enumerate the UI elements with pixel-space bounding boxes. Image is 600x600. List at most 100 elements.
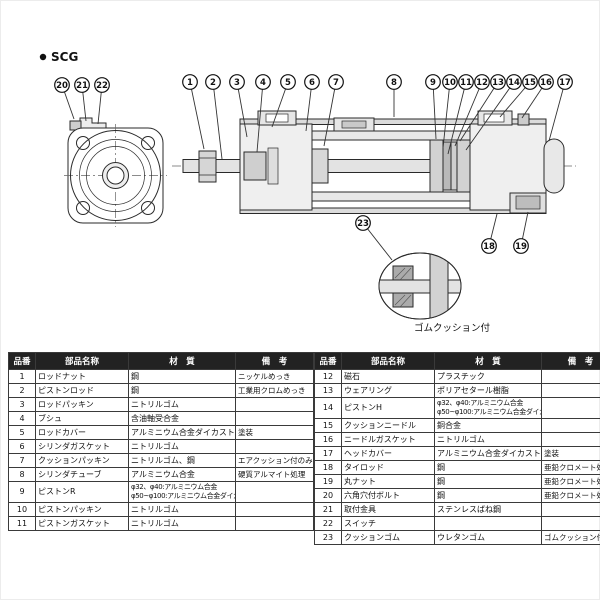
cell-material: ニトリルゴム xyxy=(128,397,236,412)
cell-part-name: 六角穴付ボルト xyxy=(341,487,435,503)
callout-circle xyxy=(506,74,522,90)
cell-part-no: 22 xyxy=(314,515,342,531)
callout-circle xyxy=(229,74,245,90)
callout-7: 7 xyxy=(323,74,344,147)
callout-6: 6 xyxy=(304,74,320,132)
cell-part-name: ピストンガスケット xyxy=(35,515,129,531)
cell-part-name: ブシュ xyxy=(35,411,129,426)
cell-part-name: ニードルガスケット xyxy=(341,431,435,447)
cell-part-no: 11 xyxy=(8,515,36,531)
cell-material: プラスチック xyxy=(434,369,542,384)
callout-circle xyxy=(538,74,554,90)
callout-circle xyxy=(557,74,573,90)
cell-part-name: ロッドパッキン xyxy=(35,397,129,412)
cell-remarks: 硬質アルマイト処理 xyxy=(235,467,314,482)
bolt-hole xyxy=(76,201,90,215)
cell-material: アルミニウム合金ダイカスト xyxy=(128,425,236,440)
cell-part-no: 10 xyxy=(8,501,36,517)
callout-4: 4 xyxy=(255,74,271,153)
header-row: 品番 部品名称 材 質 備 考 xyxy=(314,352,600,370)
cell-remarks xyxy=(541,383,600,398)
callout-circle xyxy=(355,215,371,231)
cell-part-name: 丸ナット xyxy=(341,473,435,489)
header-remarks: 備 考 xyxy=(541,352,600,370)
cell-material: アルミニウム合金 xyxy=(128,467,236,482)
callout-19: 19 xyxy=(513,211,529,254)
callout-2: 2 xyxy=(205,74,223,160)
callout-circle xyxy=(94,77,110,93)
callout-circle xyxy=(425,74,441,90)
cell-part-no: 2 xyxy=(8,383,36,398)
cushion-rubber-top xyxy=(392,265,414,281)
cell-part-no: 15 xyxy=(314,417,342,433)
callout-circle xyxy=(255,74,271,90)
detail-piston xyxy=(429,253,449,319)
callout-circle xyxy=(481,238,497,254)
callout-circle xyxy=(280,74,296,90)
cell-part-no: 8 xyxy=(8,467,36,482)
callout-8: 8 xyxy=(386,74,402,117)
rod-cover-port xyxy=(265,113,289,123)
callout-21: 21 xyxy=(74,77,90,122)
callout-number: 8 xyxy=(391,78,397,88)
header-part-name: 部品名称 xyxy=(341,352,435,370)
cell-part-name: ロッドカバー xyxy=(35,425,129,440)
cell-part-no: 5 xyxy=(8,425,36,440)
callout-circle xyxy=(442,74,458,90)
callout-circle xyxy=(474,74,490,90)
cushion-needle xyxy=(517,113,530,126)
callout-circle xyxy=(522,74,538,90)
section-view xyxy=(172,110,576,214)
cell-part-no: 9 xyxy=(8,481,36,503)
callout-number: 17 xyxy=(559,78,571,88)
cell-remarks: エアクッション付のみ xyxy=(235,453,314,468)
callout-number: 16 xyxy=(540,78,552,88)
cell-remarks xyxy=(541,369,600,384)
cell-part-name: クッションニードル xyxy=(341,417,435,433)
callout-circle xyxy=(74,77,90,93)
cell-part-name: クッションゴム xyxy=(341,529,435,545)
callout-number: 14 xyxy=(508,78,520,88)
callout-circle xyxy=(386,74,402,90)
callout-number: 12 xyxy=(476,78,488,88)
cell-material: ステンレスばね鋼 xyxy=(434,501,542,517)
callout-circle xyxy=(205,74,221,90)
cell-remarks xyxy=(541,417,600,433)
cell-remarks: 亜鉛クロメート処理 xyxy=(541,487,600,503)
callout-number: 15 xyxy=(524,78,536,88)
cell-remarks xyxy=(541,431,600,447)
piston-r xyxy=(429,139,444,193)
cell-material: ウレタンゴム xyxy=(434,529,542,545)
callout-number: 20 xyxy=(56,81,68,91)
callout-number: 3 xyxy=(234,78,240,88)
cell-material: 含油軸受合金 xyxy=(128,411,236,426)
callout-16: 16 xyxy=(521,74,554,119)
cell-part-name: ピストンロッド xyxy=(35,383,129,398)
cell-remarks xyxy=(235,397,314,412)
callout-11: 11 xyxy=(447,74,474,155)
cell-part-no: 7 xyxy=(8,453,36,468)
cell-part-no: 17 xyxy=(314,445,342,461)
cell-material: 鋼 xyxy=(434,459,542,475)
cell-part-no: 6 xyxy=(8,439,36,454)
cell-part-no: 4 xyxy=(8,411,36,426)
header-material: 材 質 xyxy=(434,352,542,370)
header-remarks: 備 考 xyxy=(235,352,314,370)
cell-part-name: ピストンR xyxy=(35,481,129,503)
cell-part-no: 16 xyxy=(314,431,342,447)
cell-material: 銅合金 xyxy=(434,417,542,433)
cushion-rubber-bottom xyxy=(392,292,414,308)
header-part-no: 品番 xyxy=(8,352,36,370)
parts-row: 20六角穴付ボルト鋼亜鉛クロメート処理 xyxy=(314,487,600,503)
